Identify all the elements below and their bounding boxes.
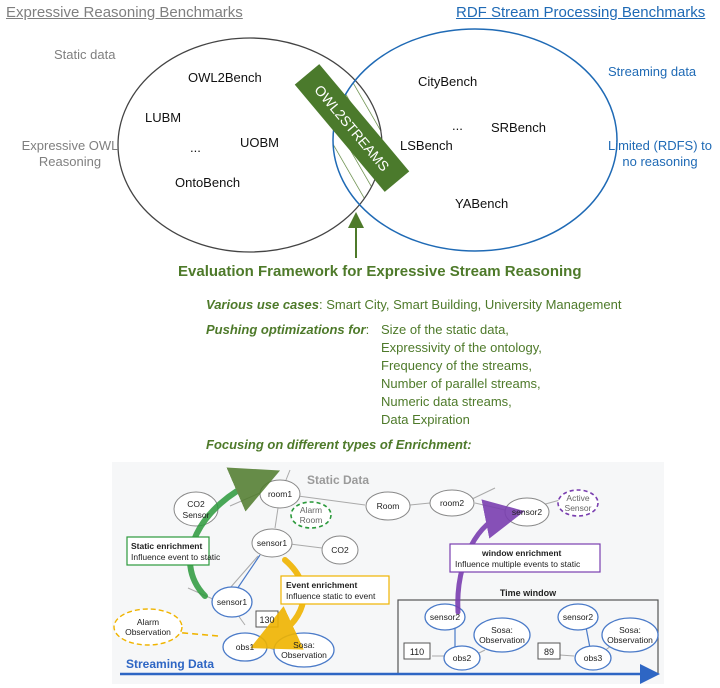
value-89: 89 (544, 647, 554, 657)
benchmark-ontobench: OntoBench (175, 175, 241, 190)
static-enrichment-text: Influence event to static (131, 552, 221, 562)
static-data-title: Static Data (307, 473, 369, 487)
svg-text:Observation: Observation (281, 650, 327, 660)
benchmark-uobm: UOBM (240, 135, 279, 150)
svg-text:Observation: Observation (479, 635, 525, 645)
benchmark-ellipsis-right: ... (452, 118, 463, 133)
svg-text:Observation: Observation (607, 635, 653, 645)
use-cases-line: Various use cases: Smart City, Smart Bui… (206, 297, 622, 312)
static-data-label: Static data (54, 47, 116, 62)
optimization-item: Data Expiration (381, 412, 470, 427)
node-sensor2-b: sensor2 (563, 612, 594, 622)
window-enrichment-text: Influence multiple events to static (455, 559, 581, 569)
node-obs1: obs1 (236, 642, 255, 652)
optimization-item: Number of parallel streams, (381, 376, 541, 391)
svg-text:Room: Room (300, 515, 323, 525)
static-enrichment-title: Static enrichment (131, 541, 202, 551)
svg-text:Observation: Observation (125, 627, 171, 637)
node-co2-sensor: CO2 (187, 499, 205, 509)
node-sensor1-mid: sensor1 (257, 538, 288, 548)
time-window-title: Time window (500, 588, 557, 598)
rdf-stream-header: RDF Stream Processing Benchmarks (456, 4, 706, 21)
svg-text:Sensor: Sensor (183, 510, 210, 520)
node-co2: CO2 (331, 545, 349, 555)
event-enrichment-title: Event enrichment (286, 580, 357, 590)
optimization-item: Numeric data streams, (381, 394, 512, 409)
expressive-reasoning-header: Expressive Reasoning Benchmarks (6, 4, 243, 21)
optimization-item: Expressivity of the ontology, (381, 340, 542, 355)
node-sensor1-low: sensor1 (217, 597, 248, 607)
benchmark-lubm: LUBM (145, 110, 182, 125)
svg-text:Sensor: Sensor (565, 503, 592, 513)
framework-title: Evaluation Framework for Expressive Stre… (178, 263, 582, 280)
optimization-item: Frequency of the streams, (381, 358, 533, 373)
streaming-data-label: Streaming data (608, 64, 697, 79)
node-room2: room2 (440, 498, 464, 508)
value-130: 130 (259, 615, 274, 625)
node-sosa-obs1: Sosa: (293, 640, 315, 650)
node-sensor2-a: sensor2 (430, 612, 461, 622)
enrichment-figure: Static Data (112, 462, 664, 684)
expressive-owl-label: Expressive OWL Reasoning (21, 138, 119, 169)
streaming-data-title: Streaming Data (126, 657, 214, 671)
optimization-item: Size of the static data, (381, 322, 509, 337)
node-active-sensor: Active (566, 493, 589, 503)
value-110: 110 (410, 647, 424, 657)
window-enrichment-title: window enrichment (481, 548, 562, 558)
benchmark-ellipsis-left: ... (190, 140, 201, 155)
optimizations-heading: Pushing optimizations for: (206, 322, 370, 337)
benchmark-lsbench: LSBench (400, 138, 453, 153)
node-alarm-room: Alarm (300, 505, 322, 515)
limited-reasoning-label: Limited (RDFS) to no reasoning (607, 138, 713, 169)
benchmark-srbench: SRBench (491, 120, 546, 135)
node-sosa-obs3: Sosa: (619, 625, 641, 635)
node-obs2: obs2 (453, 653, 472, 663)
benchmark-citybench: CityBench (418, 74, 478, 89)
node-alarm-observation: Alarm (137, 617, 159, 627)
benchmark-owl2bench: OWL2Bench (188, 70, 262, 85)
node-room1: room1 (268, 489, 292, 499)
event-enrichment-text: Influence static to event (286, 591, 376, 601)
node-room: Room (377, 501, 400, 511)
node-sensor2-top: sensor2 (512, 507, 543, 517)
rdf-stream-ellipse (332, 28, 618, 252)
node-sosa-obs2: Sosa: (491, 625, 513, 635)
benchmark-yabench: YABench (455, 196, 509, 211)
node-obs3: obs3 (584, 653, 603, 663)
enrichment-heading: Focusing on different types of Enrichmen… (206, 437, 472, 452)
